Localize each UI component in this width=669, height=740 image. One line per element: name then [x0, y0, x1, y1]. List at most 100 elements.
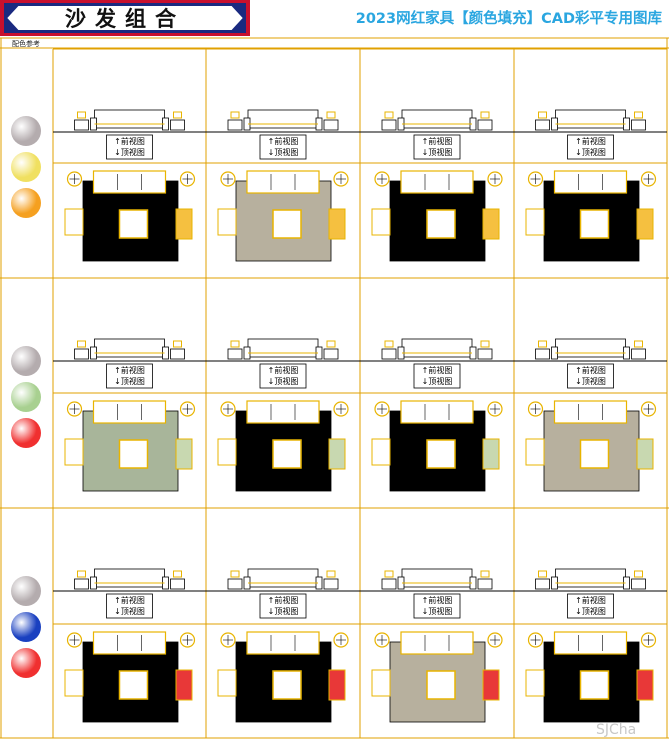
top-view-label: ↓顶视图 [575, 607, 606, 616]
side-table-icon [170, 578, 185, 590]
coffee-table-icon [272, 439, 302, 469]
front-view-label: ↑前视图 [114, 137, 145, 146]
coffee-table-icon [579, 209, 610, 239]
lamp-icon [538, 340, 547, 348]
front-view-label: ↑前视图 [114, 596, 145, 605]
view-label-box [259, 134, 307, 160]
lamp-icon [230, 111, 240, 119]
top-view-label: ↓顶视图 [114, 148, 145, 157]
chair-top-icon [482, 438, 500, 470]
side-table-icon [381, 348, 397, 360]
side-table-icon [323, 119, 339, 131]
coffee-table-icon [272, 209, 302, 239]
lamp-icon [538, 111, 547, 119]
chair-top-icon [525, 208, 545, 236]
top-view-label: ↓顶视图 [114, 377, 145, 386]
view-label-box [106, 363, 153, 389]
side-table-icon [227, 348, 243, 360]
coffee-table-icon [426, 439, 456, 469]
chair-top-icon [525, 669, 545, 697]
color-swatch [11, 346, 41, 376]
view-label-box [106, 593, 153, 619]
color-swatch [11, 576, 41, 606]
color-swatch [11, 152, 41, 182]
banner-title: 沙发组合 [65, 7, 185, 31]
coffee-table-icon [426, 209, 456, 239]
side-table-icon [477, 119, 493, 131]
top-view-label: ↓顶视图 [575, 148, 606, 157]
view-label-box [567, 363, 614, 389]
front-view-label: ↑前视图 [267, 137, 299, 146]
front-view-label: ↑前视图 [421, 596, 453, 605]
coffee-table-icon [118, 439, 149, 469]
lamp-icon [634, 570, 643, 578]
lamp-icon [480, 111, 490, 119]
top-view-label: ↓顶视图 [575, 377, 606, 386]
front-view-label: ↑前视图 [575, 596, 606, 605]
sofa-front-icon [401, 338, 473, 358]
coffee-table-icon [272, 670, 302, 700]
side-table-icon [535, 119, 550, 131]
sofa-front-icon [94, 109, 165, 129]
sofa-front-icon [555, 338, 626, 358]
sofa-front-icon [555, 568, 626, 588]
front-view-label: ↑前视图 [575, 366, 606, 375]
lamp-icon [384, 111, 394, 119]
top-view-label: ↓顶视图 [267, 377, 299, 386]
color-swatch [11, 648, 41, 678]
chair-top-icon [64, 669, 84, 697]
side-table-icon [535, 348, 550, 360]
lamp-icon [480, 340, 490, 348]
top-view-label: ↓顶视图 [421, 377, 453, 386]
front-view-label: ↑前视图 [114, 366, 145, 375]
title-banner: 沙发组合 [0, 0, 250, 36]
top-view-label: ↓顶视图 [267, 607, 299, 616]
coffee-table-icon [579, 670, 610, 700]
chair-top-icon [636, 208, 654, 240]
sofa-top-icon [553, 170, 628, 194]
view-label-box [106, 134, 153, 160]
top-view-label: ↓顶视图 [421, 607, 453, 616]
view-label-box [413, 593, 461, 619]
front-view-label: ↑前视图 [421, 137, 453, 146]
sofa-front-icon [94, 568, 165, 588]
lamp-icon [173, 111, 182, 119]
top-view-label: ↓顶视图 [114, 607, 145, 616]
chair-top-icon [371, 438, 391, 466]
side-table-icon [227, 119, 243, 131]
lamp-icon [326, 111, 336, 119]
view-label-box [259, 593, 307, 619]
chair-top-icon [175, 208, 193, 240]
side-table-icon [74, 348, 89, 360]
top-view-label: ↓顶视图 [421, 148, 453, 157]
header-title: 2023网红家具【颜色填充】CAD彩平专用图库 [355, 11, 662, 27]
chair-top-icon [482, 669, 500, 701]
sofa-top-icon [92, 631, 167, 655]
chair-top-icon [636, 669, 654, 701]
lamp-icon [230, 340, 240, 348]
chair-top-icon [371, 208, 391, 236]
chair-top-icon [64, 208, 84, 236]
coffee-table-icon [426, 670, 456, 700]
side-table-icon [477, 348, 493, 360]
banner-frame [0, 0, 250, 36]
side-table-icon [74, 119, 89, 131]
side-table-icon [477, 578, 493, 590]
front-view-label: ↑前视图 [575, 137, 606, 146]
sofa-top-icon [400, 170, 474, 194]
color-swatch [11, 418, 41, 448]
sofa-top-icon [400, 400, 474, 424]
sofa-front-icon [94, 338, 165, 358]
sofa-top-icon [400, 631, 474, 655]
chair-top-icon [482, 208, 500, 240]
chair-top-icon [217, 669, 237, 697]
side-table-icon [74, 578, 89, 590]
color-swatch [11, 188, 41, 218]
side-table-icon [323, 348, 339, 360]
top-view-label: ↓顶视图 [267, 148, 299, 157]
side-table-icon [227, 578, 243, 590]
color-swatch [11, 612, 41, 642]
lamp-icon [634, 111, 643, 119]
sofa-top-icon [246, 400, 320, 424]
lamp-icon [77, 570, 86, 578]
